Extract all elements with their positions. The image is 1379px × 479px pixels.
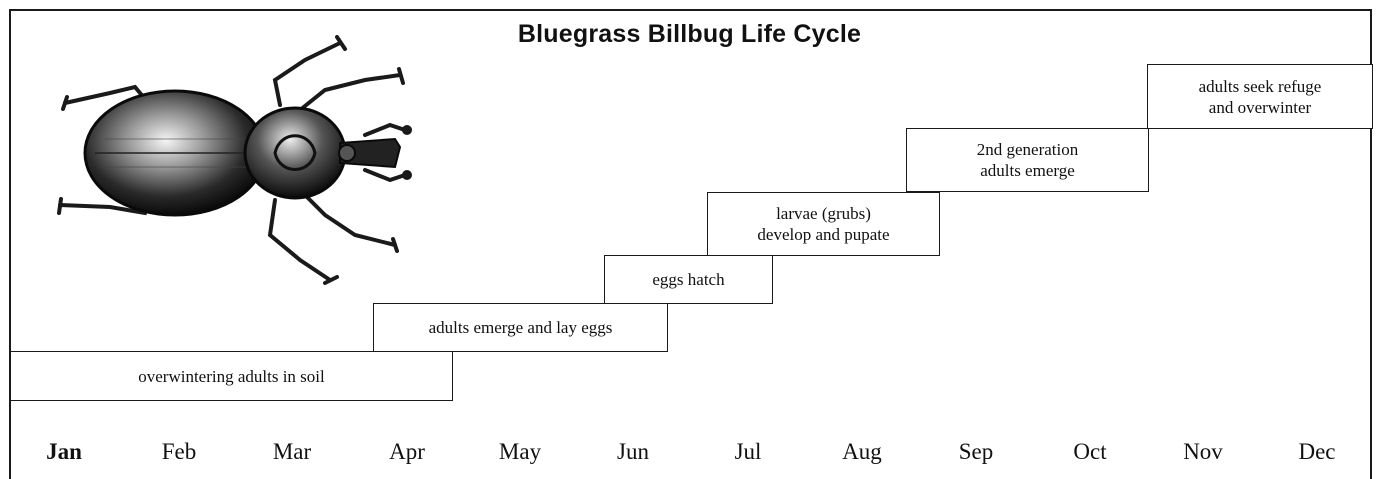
stage-eggs-hatch: eggs hatch [604, 255, 773, 304]
stage-label-line1: adults emerge and lay eggs [428, 318, 613, 337]
stage-label-line2: adults emerge [980, 161, 1075, 180]
stage-label-line1: eggs hatch [652, 270, 725, 289]
month-label: Sep [958, 439, 994, 464]
billbug-beetle-icon [57, 35, 412, 285]
month-label: Jun [617, 439, 649, 464]
month-label: Jan [46, 439, 82, 464]
stage-seek-refuge: adults seek refuge and overwinter [1147, 64, 1373, 129]
month-label: Mar [272, 439, 312, 464]
month-label: Aug [842, 439, 882, 464]
stage-label-line1: larvae (grubs) [776, 204, 871, 223]
month-label: Nov [1183, 439, 1223, 464]
month-label: Oct [1073, 439, 1107, 464]
stage-label-line1: overwintering adults in soil [138, 366, 325, 386]
stage-adults-emerge-lay-eggs: adults emerge and lay eggs [373, 303, 668, 352]
month-label: May [498, 439, 542, 464]
month-label: Jul [734, 439, 762, 464]
month-label: Feb [161, 439, 197, 464]
stage-overwintering: overwintering adults in soil [10, 351, 453, 401]
stage-second-generation: 2nd generation adults emerge [906, 128, 1149, 192]
stage-label-line2: develop and pupate [757, 225, 890, 244]
diagram-title: Bluegrass Billbug Life Cycle [517, 20, 862, 48]
stage-label-line1: 2nd generation [976, 140, 1079, 159]
stage-label-line1: adults seek refuge [1198, 76, 1322, 96]
month-label: Dec [1298, 439, 1336, 464]
stage-label-line2: and overwinter [1208, 97, 1312, 117]
month-label: Apr [389, 439, 425, 464]
stage-larvae: larvae (grubs) develop and pupate [707, 192, 940, 256]
